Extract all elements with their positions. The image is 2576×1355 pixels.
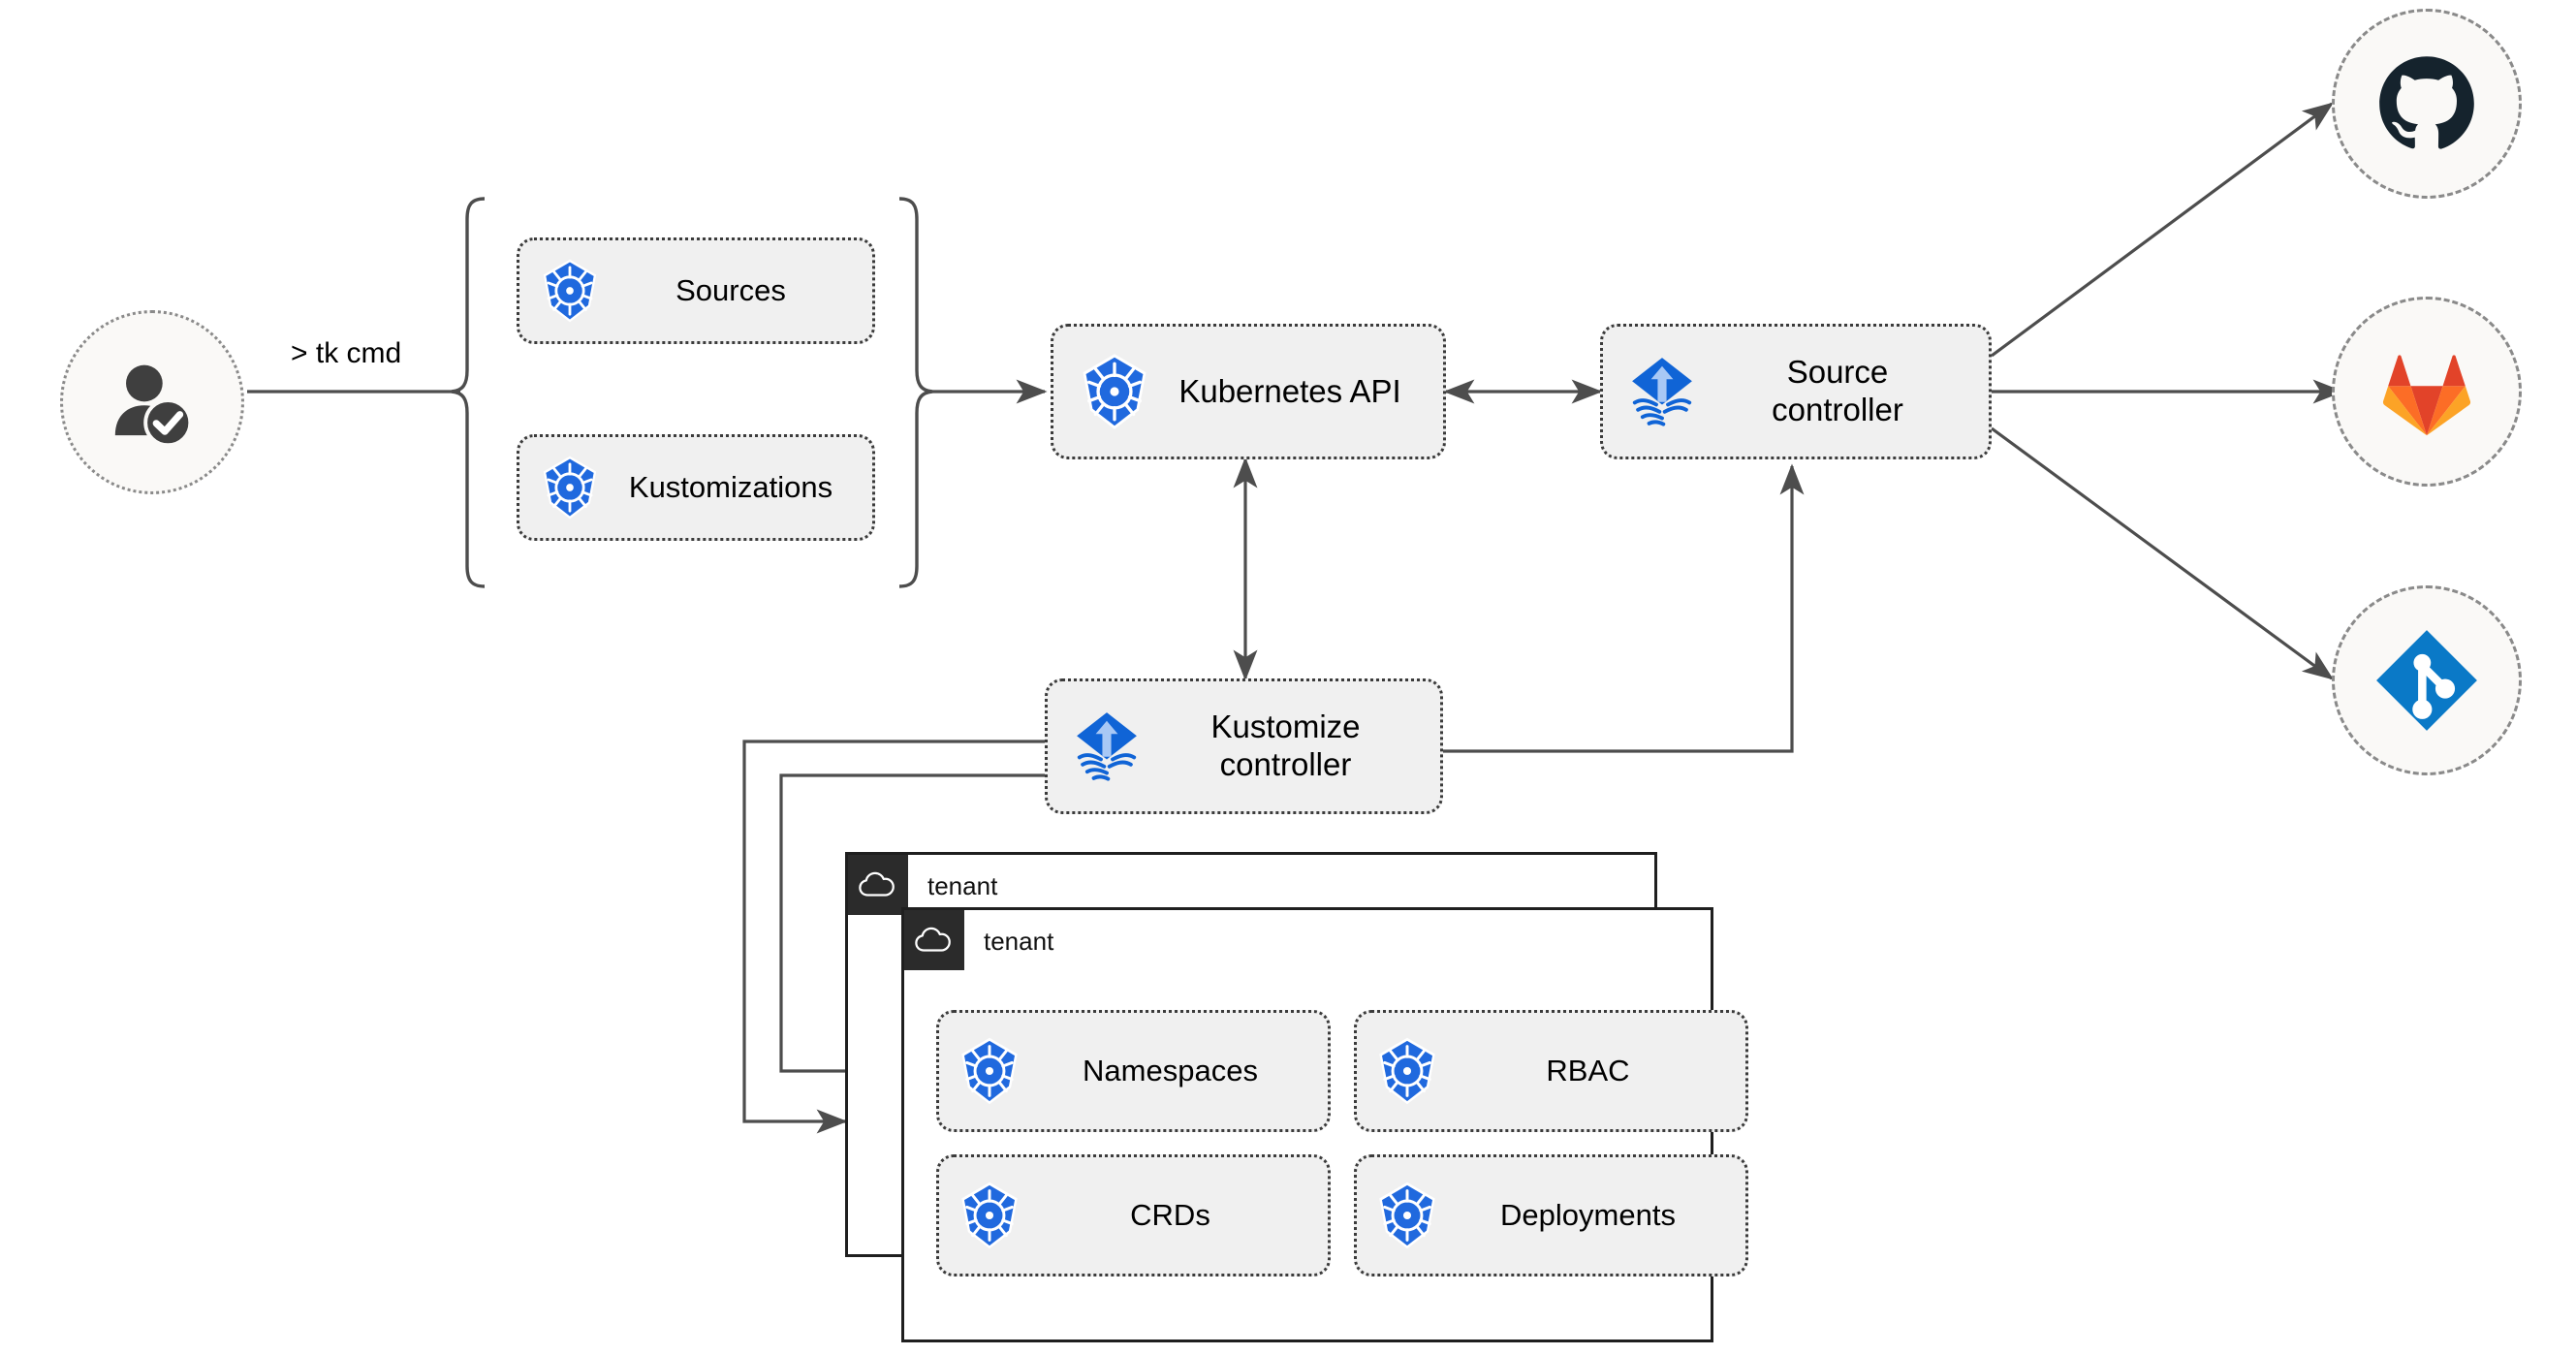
kubernetes-icon [1073, 350, 1156, 433]
kubernetes-icon [953, 1034, 1026, 1108]
kubernetes-api-label: Kubernetes API [1178, 372, 1401, 409]
kubernetes-icon [535, 256, 605, 326]
kustomize-controller-line1: Kustomize [1210, 709, 1361, 745]
brace-left [451, 197, 486, 588]
tenant-resource-crds[interactable]: CRDs [936, 1154, 1331, 1276]
source-controller-line2: controller [1772, 392, 1903, 427]
tenant-tab-front [904, 910, 964, 970]
command-label: > tk cmd [291, 337, 402, 369]
kubernetes-api-node[interactable]: Kubernetes API [1051, 324, 1446, 459]
kubernetes-icon [953, 1179, 1026, 1252]
kubernetes-icon [1370, 1034, 1444, 1108]
kustomize-controller-node[interactable]: Kustomize controller [1045, 678, 1443, 814]
tenant-resource-label: RBAC [1546, 1053, 1630, 1087]
tenant-resource-deployments[interactable]: Deployments [1354, 1154, 1748, 1276]
flux-icon [1620, 350, 1704, 433]
wire-source-to-git [1991, 426, 2335, 680]
kubernetes-icon [1370, 1179, 1444, 1252]
tenant-resource-label: Deployments [1500, 1197, 1676, 1232]
source-controller-node[interactable]: Source controller [1600, 324, 1992, 459]
resource-card-label: Kustomizations [628, 469, 833, 504]
user-node[interactable] [60, 310, 244, 494]
source-controller-line1: Source [1786, 354, 1889, 391]
tenant-resource-label: Namespaces [1083, 1053, 1258, 1087]
resource-card-kustomizations[interactable]: Kustomizations [517, 434, 875, 541]
flux-icon [1065, 705, 1148, 788]
tenant-label-front: tenant [984, 927, 1054, 956]
wire-source-to-github [1991, 102, 2335, 358]
github-icon [2372, 48, 2482, 159]
tenant-resource-label: CRDs [1130, 1197, 1210, 1232]
user-verified-icon [102, 352, 203, 453]
github-node[interactable] [2332, 9, 2522, 199]
kustomize-controller-label: Kustomize controller [1148, 709, 1423, 784]
wire-kustomize-to-source [1443, 463, 1805, 753]
tenant-resource-rbac[interactable]: RBAC [1354, 1010, 1748, 1132]
gitlab-icon [2374, 339, 2479, 444]
kustomize-controller-line2: controller [1219, 746, 1352, 782]
cloud-icon [914, 920, 955, 961]
brace-right [898, 197, 933, 588]
kubernetes-icon [535, 453, 605, 522]
tenant-label-back: tenant [927, 871, 998, 900]
gitlab-node[interactable] [2332, 297, 2522, 487]
cloud-icon [858, 865, 898, 905]
git-node[interactable] [2332, 585, 2522, 775]
tenant-resource-namespaces[interactable]: Namespaces [936, 1010, 1331, 1132]
tenant-tab-back [848, 855, 908, 915]
resource-card-sources[interactable]: Sources [517, 237, 875, 344]
source-controller-label: Source controller [1704, 354, 1971, 429]
git-icon [2367, 620, 2487, 741]
tenant-panel-front[interactable]: tenant Namespaces [901, 907, 1748, 1342]
resource-card-label: Sources [675, 272, 786, 307]
